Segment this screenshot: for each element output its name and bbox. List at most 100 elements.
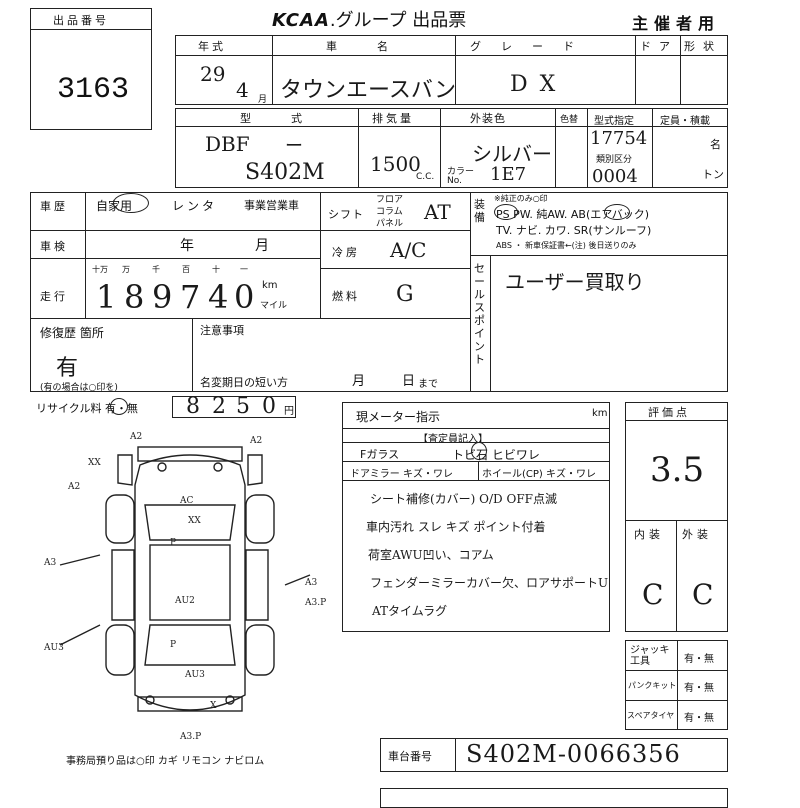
ps-circle: [494, 204, 518, 220]
repair-header: 修復歴 箇所: [40, 326, 104, 340]
damage-mark: A3.P: [304, 598, 326, 608]
office-note: 事務局預り品は○印 カギ リモコン ナビロム: [66, 756, 265, 767]
ac-header: 冷房: [332, 246, 360, 259]
model-prefix: DBF: [205, 132, 250, 156]
damage-mark: XX: [88, 458, 101, 468]
vehicle-row: [175, 35, 728, 105]
month-value: 4: [236, 78, 249, 102]
mileage-digit: 8: [124, 278, 145, 316]
meter-unit: km: [592, 408, 608, 419]
digit-label: 十: [212, 265, 220, 274]
chassis-header: 車台番号: [388, 750, 432, 763]
shift-panel: パネル: [376, 219, 404, 229]
fuel-value: G: [396, 282, 414, 307]
damage-mark: AU2: [174, 596, 195, 606]
mileage-digit: 7: [180, 278, 201, 316]
chassis-value: S402M-0066356: [466, 740, 681, 768]
color-header: 外装色: [470, 112, 506, 125]
inspection-header: 車検: [40, 240, 68, 253]
spare-tire-value: 有・無: [684, 713, 714, 724]
inspection-year: 年: [180, 238, 194, 254]
vehicle-value: タウンエースバン: [280, 78, 457, 103]
type-designation-header: 型式指定: [594, 116, 634, 127]
puncture-kit-value: 有・無: [684, 683, 714, 694]
bottom-box-edge: [380, 788, 728, 808]
color-no-value: 1E7: [490, 164, 527, 185]
recycle-box: [172, 396, 296, 418]
equip-line-3: ABS ・ 新車保証書←(注) 後日送りのみ: [496, 241, 637, 250]
recycle-digit: 0: [262, 394, 276, 419]
damage-mark: XX: [188, 516, 201, 526]
recycle-digit: 5: [236, 394, 250, 419]
unit-ton: トン: [702, 168, 724, 181]
sales-point-header: セールスポイント: [474, 262, 485, 366]
class-header: 類別区分: [596, 155, 633, 165]
spec-block: [30, 192, 728, 392]
mirror-label: ドアミラー キズ・ワレ: [350, 469, 453, 480]
puncture-kit-label: パンクキット: [628, 681, 677, 690]
expiry-month: 月: [352, 374, 366, 389]
score-value: 3.5: [650, 450, 705, 490]
glass-circle: [471, 442, 487, 460]
damage-mark: A3: [43, 558, 56, 568]
inspector-note: シート補修(カバー) O/D OFF点滅: [370, 492, 557, 506]
ab-circle: [604, 204, 630, 220]
grade-header: グレード: [470, 40, 594, 53]
equipment-check: [625, 640, 728, 730]
inspector-block: [342, 402, 610, 632]
chassis-box: [380, 738, 728, 772]
recycle-circle: [110, 398, 128, 415]
title-text: .グループ 出品票: [329, 10, 467, 31]
exterior-value: C: [692, 578, 714, 611]
car-damage-diagram: A2 A2 XX A2 A3 A3 AU3 AU2 AU3 A3.P A3.P …: [43, 432, 326, 742]
mileage-digit: 9: [152, 278, 173, 316]
interior-value: C: [642, 578, 664, 611]
repair-note: (有の場合は○印を): [40, 383, 118, 393]
digit-label: 百: [182, 265, 190, 274]
year-value: 29: [200, 62, 226, 86]
recycle-unit: 円: [284, 406, 294, 417]
cc-unit: C.C.: [416, 172, 435, 182]
glass-label: Fガラス: [360, 448, 400, 461]
notice-header: 注意事項: [200, 324, 244, 337]
model-value: S402M: [245, 160, 325, 185]
capacity-header: 定員・積載: [660, 116, 710, 127]
unit-person: 名: [710, 138, 721, 151]
lot-label: 出品番号: [53, 14, 109, 27]
repair-value: 有: [56, 356, 79, 381]
inspector-note: 荷室AWU凹い、コアム: [368, 548, 494, 562]
lot-number: 3163: [57, 73, 130, 107]
colorcode-header: 色替: [560, 115, 579, 125]
km-label: km: [262, 280, 278, 291]
history-circle: [113, 193, 149, 213]
model-dash: ー: [285, 136, 303, 157]
jack-label: ジャッキ工具: [630, 645, 670, 667]
business-option: 事業営業車: [244, 199, 299, 212]
month-unit: 月: [258, 95, 268, 105]
shift-floor: フロア: [376, 195, 404, 205]
digit-label: 千: [152, 265, 160, 274]
damage-mark: A2: [249, 436, 262, 446]
displacement-value: 1500: [370, 152, 421, 176]
recycle-digit: 2: [212, 394, 226, 419]
shift-column: コラム: [376, 207, 403, 217]
digit-label: 十万: [92, 265, 108, 274]
displacement-header: 排気量: [372, 112, 414, 125]
car-outline: [134, 454, 246, 711]
color-value: シルバー: [472, 142, 552, 166]
score-header: 評価点: [648, 406, 690, 419]
type-designation-value: 17754: [590, 128, 648, 149]
mileage-header: 走行: [40, 290, 68, 303]
damage-mark: P: [170, 640, 176, 650]
equip-header: 装備: [474, 198, 485, 224]
damage-mark: P: [170, 538, 176, 548]
model-header: 型式: [240, 112, 342, 125]
interior-header: 内装: [634, 528, 664, 541]
expiry-header: 名変期日の短い方: [200, 376, 288, 389]
mileage-digit: 0: [234, 278, 255, 316]
fuel-header: 燃料: [332, 290, 360, 303]
inspector-note: フェンダーミラーカバー欠、ロアサポートU: [370, 576, 609, 590]
equip-line-2: TV. ナビ. カワ. SR(サンルーフ): [496, 224, 652, 237]
damage-mark: A3: [304, 578, 317, 588]
damage-mark: A3.P: [179, 732, 201, 742]
